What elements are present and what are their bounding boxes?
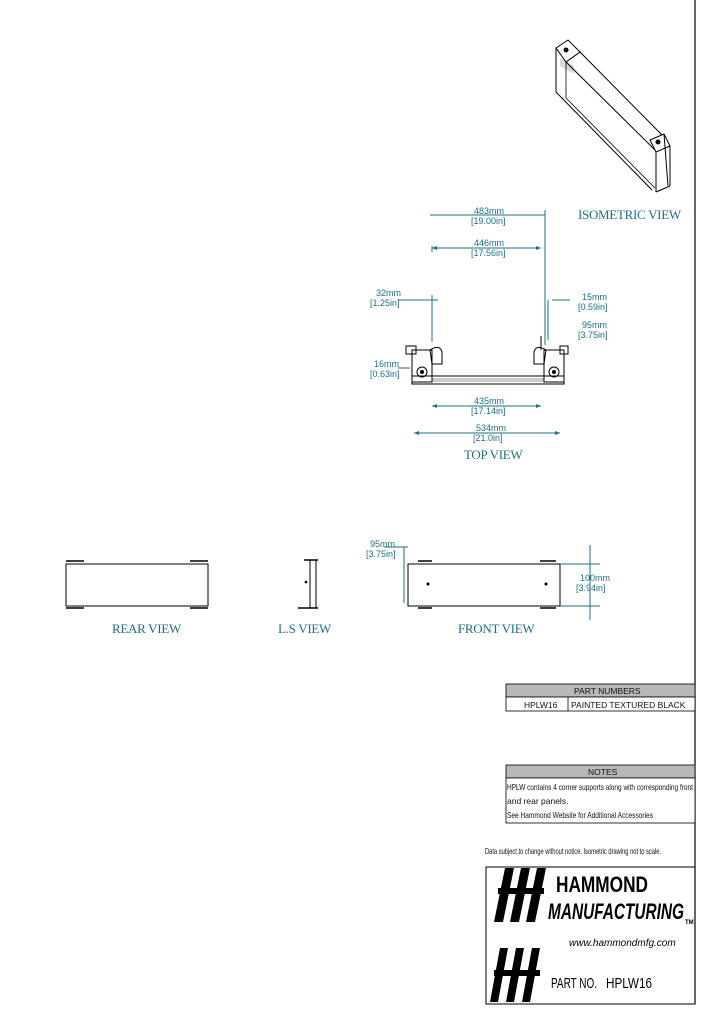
dim-front-right-mm: 100mm <box>580 573 610 583</box>
dim-right-depth-in: [3.75in] <box>578 330 608 340</box>
dim-bracket-in: [0.63in] <box>370 369 400 379</box>
company-name-line1: HAMMOND <box>556 872 648 897</box>
disclaimer-text: Data subject to change without notice. I… <box>485 846 661 856</box>
dim-inner-top-in: [17.56in] <box>471 248 506 258</box>
hammond-logo <box>490 868 546 1002</box>
dim-bottom-overall-mm: 534mm <box>476 423 506 433</box>
notes-table <box>505 764 696 824</box>
part-numbers-table <box>505 683 696 712</box>
dim-front-right-in: [3.94in] <box>576 583 606 593</box>
part-numbers-header: PART NUMBERS <box>574 686 641 696</box>
dim-front-left-in: [3.75in] <box>366 549 396 559</box>
front-view-dimensions <box>384 545 600 620</box>
rear-view-label: REAR VIEW <box>112 621 182 636</box>
ls-view-drawing <box>298 559 318 609</box>
top-view-dimensions <box>398 210 570 435</box>
dim-right-depth-mm: 95mm <box>582 320 607 330</box>
isometric-view-label: ISOMETRIC VIEW <box>578 207 682 222</box>
note-line-2: and rear panels. <box>507 796 568 806</box>
title-block <box>485 866 696 1005</box>
dim-left-depth-mm: 32mm <box>376 288 401 298</box>
part-no-label: PART NO. <box>551 975 597 992</box>
front-view-drawing <box>407 560 561 609</box>
dim-bottom-overall-in: [21.0in] <box>473 433 503 443</box>
dim-right-small-mm: 15mm <box>582 292 607 302</box>
dim-bottom-inner-mm: 435mm <box>474 396 504 406</box>
dim-inner-top-mm: 446mm <box>474 238 504 248</box>
dim-left-depth-in: [1.25in] <box>370 298 400 308</box>
dim-overall-top-in: [19.00in] <box>471 216 506 226</box>
company-website[interactable]: www.hammondmfg.com <box>569 938 676 949</box>
ls-view-label: L.S VIEW <box>278 621 332 636</box>
dim-bracket-mm: 16mm <box>374 359 399 369</box>
dim-front-left-mm: 95mm <box>370 539 395 549</box>
part-number-cell: HPLW16 <box>524 700 558 710</box>
dim-bottom-inner-in: [17.14in] <box>471 406 506 416</box>
company-name-line2: MANUFACTURING <box>548 899 684 924</box>
part-no-value: HPLW16 <box>606 975 652 992</box>
dim-right-small-in: [0.59in] <box>578 302 608 312</box>
front-view-label: FRONT VIEW <box>458 621 535 636</box>
top-view-label: TOP VIEW <box>464 447 523 462</box>
rear-view-drawing <box>65 560 209 609</box>
isometric-drawing <box>555 39 671 193</box>
notes-header: NOTES <box>588 767 618 777</box>
part-description-cell: PAINTED TEXTURED BLACK <box>571 700 686 710</box>
top-view-drawing <box>405 336 569 385</box>
dim-overall-top-mm: 483mm <box>474 206 504 216</box>
trademark-mark: TM <box>685 920 694 926</box>
note-line-1: HPLW contains 4 corner supports along wi… <box>507 782 693 792</box>
note-line-3: See Hammond Website for Additional Acces… <box>507 810 653 820</box>
